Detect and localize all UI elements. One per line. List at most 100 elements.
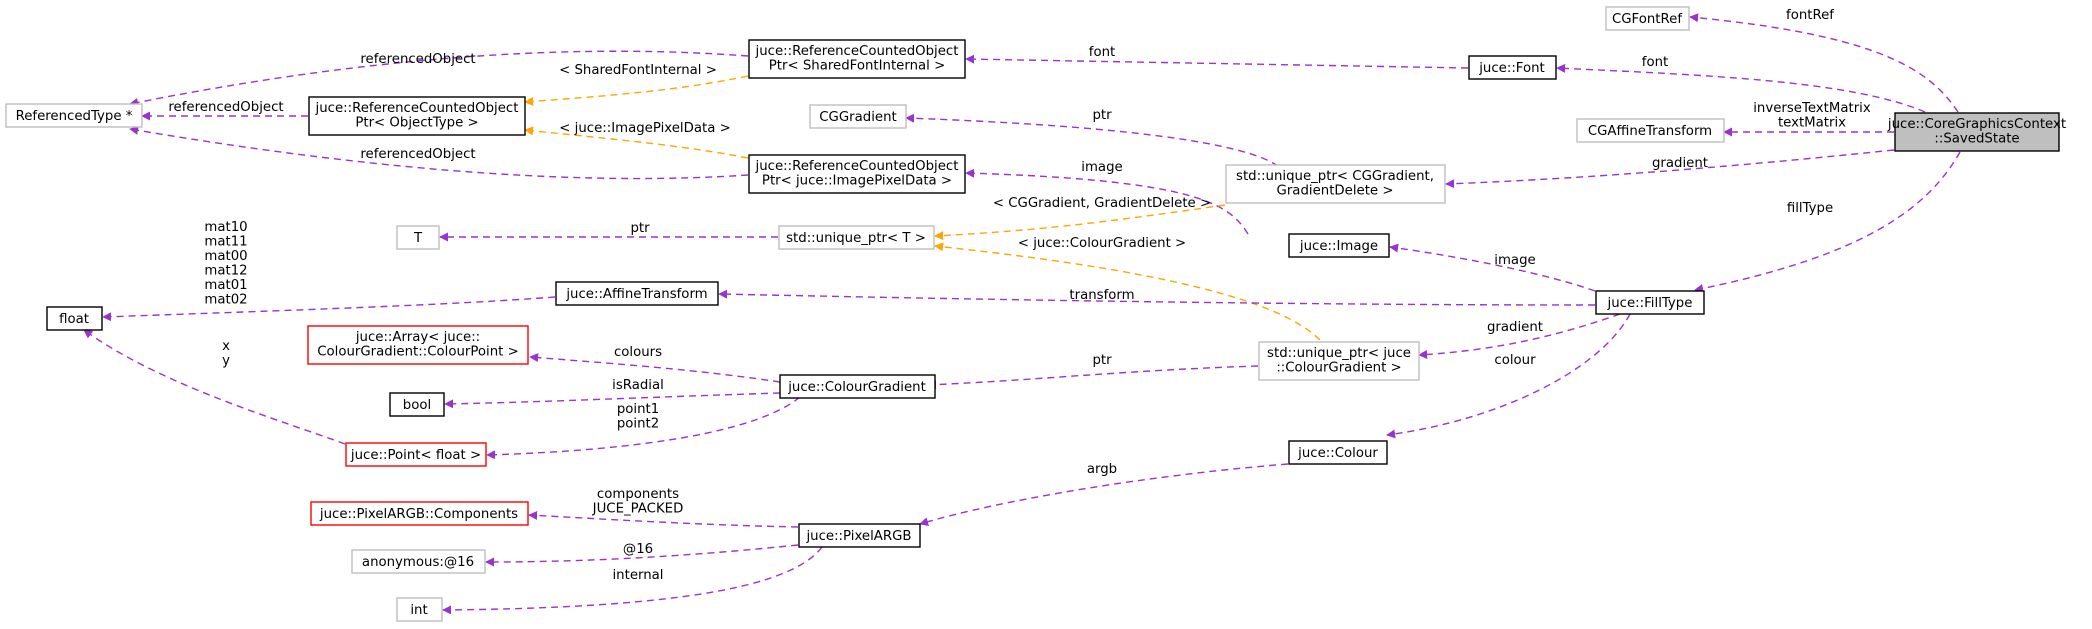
text-line: JUCE_PACKED [592, 502, 684, 517]
svg-text:bool: bool [403, 398, 431, 413]
label-refobj-mid: referencedObject [168, 100, 283, 115]
node-int: int [396, 597, 443, 622]
text-line: < SharedFontInternal > [559, 63, 717, 78]
label-fontref: fontRef [1786, 8, 1834, 23]
label-image-pixel-data: < juce::ImagePixelData > [559, 121, 730, 136]
edge-template-cggradient [934, 204, 1226, 241]
label-transform: transform [1069, 288, 1134, 303]
edge-ptr-cg [905, 113, 1279, 167]
label-ptr-cgr: ptr [1092, 353, 1112, 368]
svg-text:juce::Font: juce::Font [1478, 61, 1545, 76]
text-line: std::unique_ptr< CGGradient, [1236, 169, 1434, 184]
node-colour[interactable]: juce::Colour [1288, 440, 1388, 465]
edge-template-colourgradient [934, 242, 1321, 341]
node-point-float[interactable]: juce::Point< float > [345, 442, 487, 467]
text-line: std::unique_ptr< juce [1267, 346, 1411, 361]
label-internal: internal [612, 568, 663, 583]
svg-text:juce::FillType: juce::FillType [1607, 296, 1693, 311]
text-line: mat00 [204, 249, 247, 264]
svg-text:juce::PixelARGB::Components: juce::PixelARGB::Components [319, 507, 518, 522]
label-image-fill: image [1494, 253, 1535, 268]
svg-text:juce::AffineTransform: juce::AffineTransform [565, 287, 707, 302]
text-line: referencedObject [168, 100, 283, 115]
node-uniqueptr-colourgradient: std::unique_ptr< juce::ColourGradient > [1258, 341, 1420, 381]
node-font[interactable]: juce::Font [1468, 55, 1557, 80]
label-refobj-bottom: referencedObject [360, 147, 475, 162]
node-affinetransform[interactable]: juce::AffineTransform [555, 281, 719, 306]
svg-text:juce::Colour: juce::Colour [1297, 446, 1378, 461]
text-line: point2 [617, 417, 659, 432]
svg-text:juce::Image: juce::Image [1299, 239, 1378, 254]
svg-text:anonymous:@16: anonymous:@16 [362, 555, 474, 570]
edge-font-savedstate [1556, 63, 1926, 113]
text-line: juce::Image [1299, 239, 1378, 254]
svg-text:ReferencedType *: ReferencedType * [16, 109, 133, 124]
node-filltype[interactable]: juce::FillType [1595, 290, 1705, 315]
node-uniqueptr-cggradient: std::unique_ptr< CGGradient,GradientDele… [1225, 164, 1446, 204]
label-ptr-cg: ptr [1092, 108, 1112, 123]
edge-image-rco [965, 168, 1249, 235]
text-line: textMatrix [1778, 116, 1846, 131]
svg-text:std::unique_ptr< juce::ColourG: std::unique_ptr< juce::ColourGradient > [1267, 346, 1411, 376]
text-line: ::ColourGradient > [1276, 361, 1401, 376]
edge-template-sharedfont [524, 75, 749, 106]
label-gradient-fill: gradient [1487, 320, 1543, 335]
text-line: GradientDelete > [1277, 184, 1394, 199]
node-bool[interactable]: bool [389, 392, 445, 417]
text-line: < juce::ImagePixelData > [559, 121, 730, 136]
text-line: ReferencedType * [16, 109, 133, 124]
edge-filltype-saved [1694, 151, 1961, 293]
edge-ptr-cgr [927, 365, 1259, 390]
text-line: juce::Colour [1297, 446, 1378, 461]
text-line: ::SavedState [1934, 132, 2019, 147]
svg-text:juce::Point< float >: juce::Point< float > [350, 448, 481, 463]
label-colour-fill: colour [1494, 353, 1536, 368]
text-line: image [1494, 253, 1535, 268]
label-isradial: isRadial [612, 378, 664, 393]
text-line: referencedObject [360, 147, 475, 162]
text-line: components [597, 487, 679, 502]
node-cgaffinetransform: CGAffineTransform [1576, 118, 1725, 143]
node-pixelargb-components[interactable]: juce::PixelARGB::Components [310, 501, 529, 526]
edge-isradial [444, 392, 781, 409]
edge-font-rco [965, 54, 1469, 69]
edge-xy [83, 329, 346, 445]
node-saved-state[interactable]: juce::CoreGraphicsContext::SavedState [1887, 112, 2066, 152]
svg-text:int: int [410, 603, 427, 618]
label-argb: argb [1087, 462, 1117, 477]
node-pixelargb[interactable]: juce::PixelARGB [798, 523, 921, 548]
edge-argb [919, 463, 1289, 526]
node-float[interactable]: float [46, 306, 103, 331]
label-at16: @16 [623, 542, 653, 557]
node-array-colourpoint[interactable]: juce::Array< juce::ColourGradient::Colou… [307, 325, 529, 365]
text-line: juce::CoreGraphicsContext [1887, 117, 2066, 132]
svg-text:juce::ColourGradient: juce::ColourGradient [787, 380, 926, 395]
text-line: fillType [1787, 201, 1833, 216]
svg-text:CGFontRef: CGFontRef [1612, 12, 1682, 27]
text-line: int [410, 603, 427, 618]
text-line: ptr [1092, 353, 1112, 368]
svg-text:juce::Array< juce::ColourGradi: juce::Array< juce::ColourGradient::Colou… [317, 330, 519, 360]
text-line: juce::ReferenceCountedObject [755, 44, 959, 59]
node-colourgradient[interactable]: juce::ColourGradient [779, 374, 936, 399]
text-line: isRadial [612, 378, 664, 393]
svg-text:juce::PixelARGB: juce::PixelARGB [805, 529, 911, 544]
edge-colour-fill [1386, 313, 1631, 439]
text-line: juce::ReferenceCountedObject [755, 159, 959, 174]
text-line: transform [1069, 288, 1134, 303]
text-line: referencedObject [360, 52, 475, 67]
node-cggradient: CGGradient [809, 104, 907, 129]
svg-text:std::unique_ptr< T >: std::unique_ptr< T > [786, 231, 926, 246]
node-image[interactable]: juce::Image [1288, 233, 1390, 258]
text-line: gradient [1652, 156, 1708, 171]
text-line: juce::Font [1478, 61, 1545, 76]
